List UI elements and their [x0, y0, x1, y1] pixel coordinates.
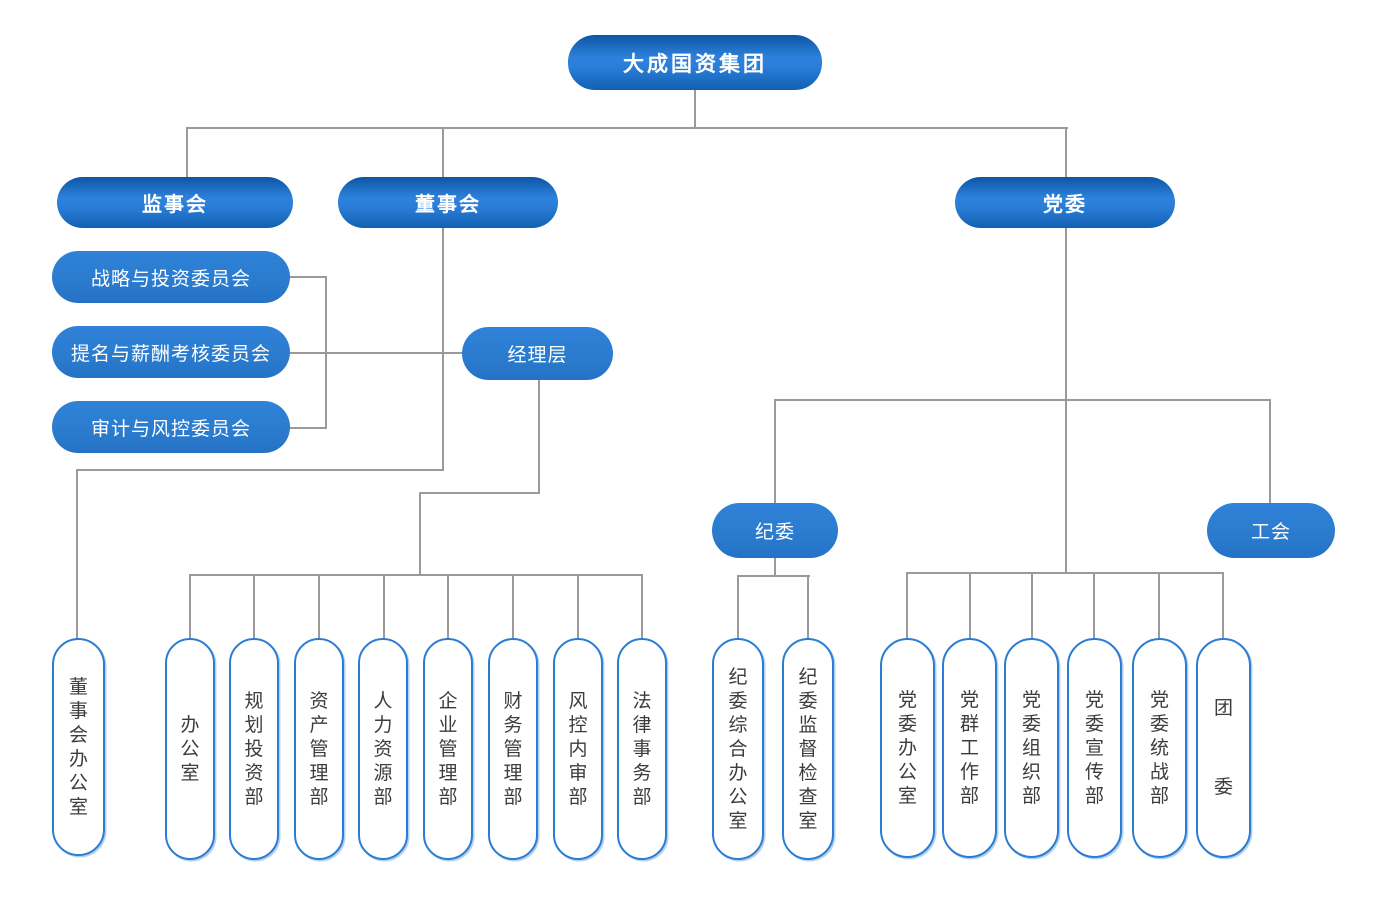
connector-line: [76, 469, 444, 471]
node-party-organization-dept: 党委组织部: [1004, 638, 1059, 858]
node-dept-legal-affairs: 法律事务部: [617, 638, 667, 860]
connector-line: [186, 127, 1068, 129]
connector-line: [969, 572, 971, 639]
node-youth-league-committee: 团委: [1196, 638, 1251, 858]
connector-line: [318, 574, 320, 639]
node-dept-general-office: 办公室: [165, 638, 215, 860]
node-label: 工会: [1250, 521, 1291, 543]
connector-line: [737, 575, 739, 639]
connector-line: [1065, 399, 1067, 574]
node-party-office: 党委办公室: [880, 638, 935, 858]
connector-line: [774, 399, 776, 504]
node-label: 审计与风控委员会: [90, 417, 251, 440]
connector-line: [1065, 228, 1067, 401]
connector-line: [1222, 572, 1224, 639]
node-dept-finance-management: 财务管理部: [488, 638, 538, 860]
connector-line: [419, 492, 540, 494]
node-dept-asset-management: 资产管理部: [294, 638, 344, 860]
node-discipline-supervision-office: 纪委监督检查室: [782, 638, 834, 860]
connector-line: [442, 127, 444, 178]
node-strategy-investment-committee: 战略与投资委员会: [52, 251, 290, 303]
connector-line: [807, 575, 809, 639]
connector-line: [1158, 572, 1160, 639]
connector-line: [737, 575, 810, 577]
connector-line: [189, 574, 643, 576]
node-label: 提名与薪酬考核委员会: [70, 342, 271, 365]
connector-line: [906, 572, 1224, 574]
connector-line: [774, 399, 1271, 401]
node-labor-union: 工会: [1207, 503, 1335, 558]
node-dept-enterprise-management: 企业管理部: [423, 638, 473, 860]
node-supervisory-board: 监事会: [57, 177, 293, 228]
node-dept-risk-audit: 风控内审部: [553, 638, 603, 860]
node-label: 纪委: [754, 521, 795, 543]
node-label: 监事会: [142, 192, 208, 216]
connector-line: [442, 228, 444, 471]
connector-line: [189, 574, 191, 639]
connector-line: [287, 276, 327, 278]
connector-line: [694, 90, 696, 129]
node-audit-risk-committee: 审计与风控委员会: [52, 401, 290, 453]
connector-line: [538, 380, 540, 494]
node-label: 战略与投资委员会: [90, 267, 251, 290]
connector-line: [774, 558, 776, 577]
connector-line: [253, 574, 255, 639]
node-party-mass-work-dept: 党群工作部: [942, 638, 997, 858]
connector-line: [1065, 127, 1067, 178]
connector-line: [419, 492, 421, 576]
connector-line: [641, 574, 643, 639]
connector-line: [1093, 572, 1095, 639]
connector-line: [1031, 572, 1033, 639]
connector-line: [383, 574, 385, 639]
node-label: 经理层: [507, 344, 568, 366]
connector-line: [290, 352, 464, 354]
node-dept-planning-investment: 规划投资部: [229, 638, 279, 860]
connector-line: [76, 469, 78, 639]
node-dept-human-resources: 人力资源部: [358, 638, 408, 860]
node-label: 党委: [1043, 192, 1087, 216]
connector-line: [1269, 399, 1271, 504]
node-board-of-directors: 董事会: [338, 177, 558, 228]
node-management-layer: 经理层: [462, 327, 613, 380]
connector-line: [287, 427, 327, 429]
node-label: 董事会: [415, 192, 481, 216]
connector-line: [512, 574, 514, 639]
node-discipline-general-office: 纪委综合办公室: [712, 638, 764, 860]
node-party-publicity-dept: 党委宣传部: [1067, 638, 1122, 858]
node-discipline-committee: 纪委: [712, 503, 838, 558]
node-label: 大成国资集团: [623, 51, 767, 76]
node-board-office: 董事会办公室: [52, 638, 105, 856]
connector-line: [186, 127, 188, 178]
node-nomination-compensation-committee: 提名与薪酬考核委员会: [52, 326, 290, 378]
node-party-united-front-dept: 党委统战部: [1132, 638, 1187, 858]
connector-line: [447, 574, 449, 639]
connector-line: [577, 574, 579, 639]
node-root: 大成国资集团: [568, 35, 822, 90]
node-party-committee: 党委: [955, 177, 1175, 228]
connector-line: [906, 572, 908, 639]
